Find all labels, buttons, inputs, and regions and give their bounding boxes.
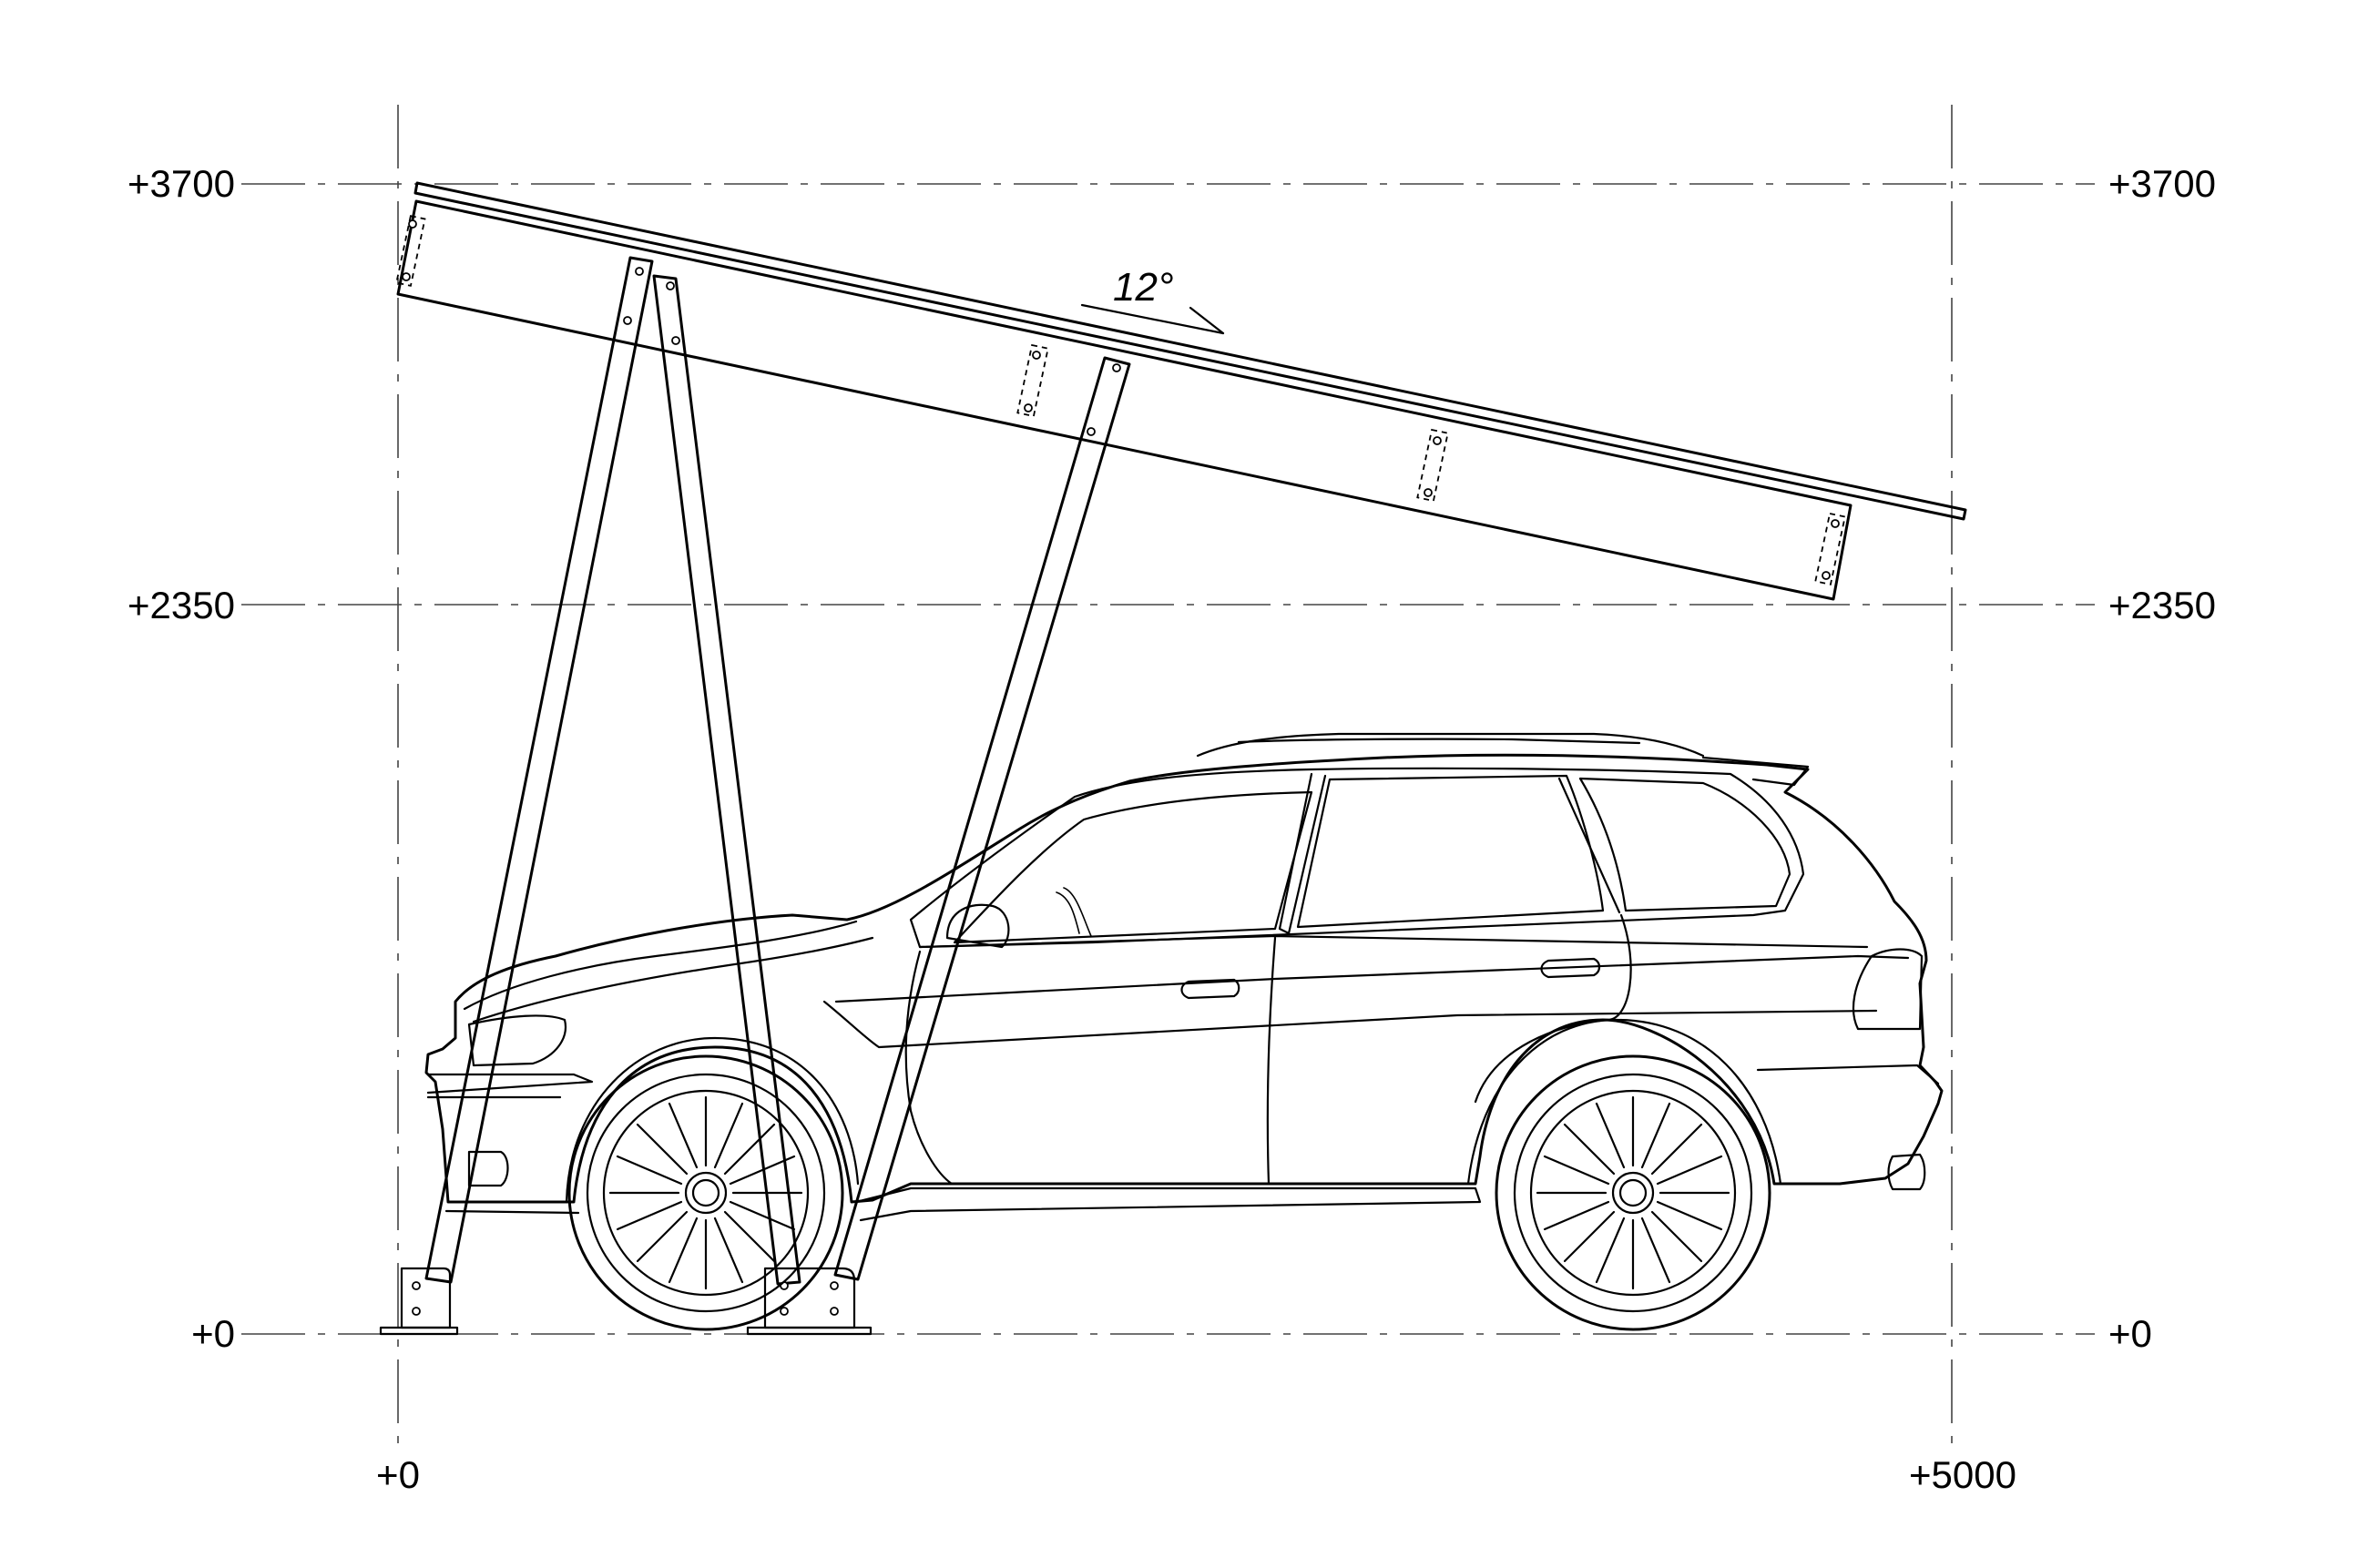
front-door-handle	[1180, 978, 1240, 1000]
roof-beam	[396, 199, 1853, 601]
dimension-axes	[241, 105, 2095, 1452]
level-label-base-left: +0	[191, 1312, 235, 1355]
roof-structure: 12°	[395, 181, 1967, 601]
level-label-top-right: +3700	[2108, 162, 2216, 205]
level-label-mid-left: +2350	[128, 584, 235, 626]
rear-wheel	[1495, 1054, 1771, 1331]
level-label-mid-right: +2350	[2108, 584, 2216, 626]
roof-angle-annotation: 12°	[1080, 265, 1225, 335]
purlin-clamps	[395, 215, 1846, 585]
purlin-clamp	[1416, 428, 1449, 503]
horizontal-label-end: +5000	[1909, 1453, 2016, 1496]
front-diagonal-post	[652, 274, 801, 1286]
rear-spoiler	[1701, 756, 1810, 787]
window-frame	[909, 767, 1805, 949]
front-grille	[426, 1073, 594, 1095]
horizontal-label-start: +0	[376, 1453, 420, 1496]
roof-angle-label: 12°	[1113, 265, 1174, 310]
roof-rail	[1196, 732, 1705, 758]
exhaust-tip	[1887, 1153, 1926, 1191]
quarter-window	[1578, 777, 1791, 912]
headlight	[467, 1014, 567, 1067]
fog-light	[467, 1150, 509, 1187]
rear-base-plate	[746, 1267, 873, 1336]
support-posts	[379, 256, 1131, 1336]
side-mirror	[945, 903, 1010, 949]
roof-panel	[413, 181, 1967, 521]
shoulder-line	[834, 954, 1910, 1003]
vehicle-suv	[424, 732, 1944, 1331]
level-label-base-right: +0	[2108, 1312, 2152, 1355]
rear-wheel-arch	[1466, 1018, 1782, 1186]
purlin-clamp	[395, 215, 426, 287]
front-wheel	[567, 1054, 844, 1331]
hood-line	[463, 920, 858, 1011]
belt-line	[918, 934, 1869, 949]
front-base-plate	[379, 1267, 459, 1336]
front-door-line	[904, 950, 954, 1186]
front-window	[953, 790, 1313, 944]
front-post	[424, 256, 654, 1284]
side-sill	[854, 1186, 1482, 1222]
purlin-clamp	[1016, 343, 1049, 418]
purlin-clamp	[1814, 512, 1846, 585]
front-wheel-arch	[565, 1036, 860, 1204]
rear-post	[833, 356, 1131, 1281]
vehicle-body-outline	[424, 753, 1944, 1204]
tail-light	[1852, 948, 1924, 1031]
rear-door-window	[1296, 774, 1605, 929]
b-pillar	[1278, 772, 1327, 935]
level-labels: +3700 +3700 +2350 +2350 +0 +0 +0 +5000	[128, 162, 2216, 1496]
center-door-line	[1266, 936, 1277, 1186]
level-label-top-left: +3700	[128, 162, 235, 205]
rear-door-handle	[1540, 957, 1601, 979]
